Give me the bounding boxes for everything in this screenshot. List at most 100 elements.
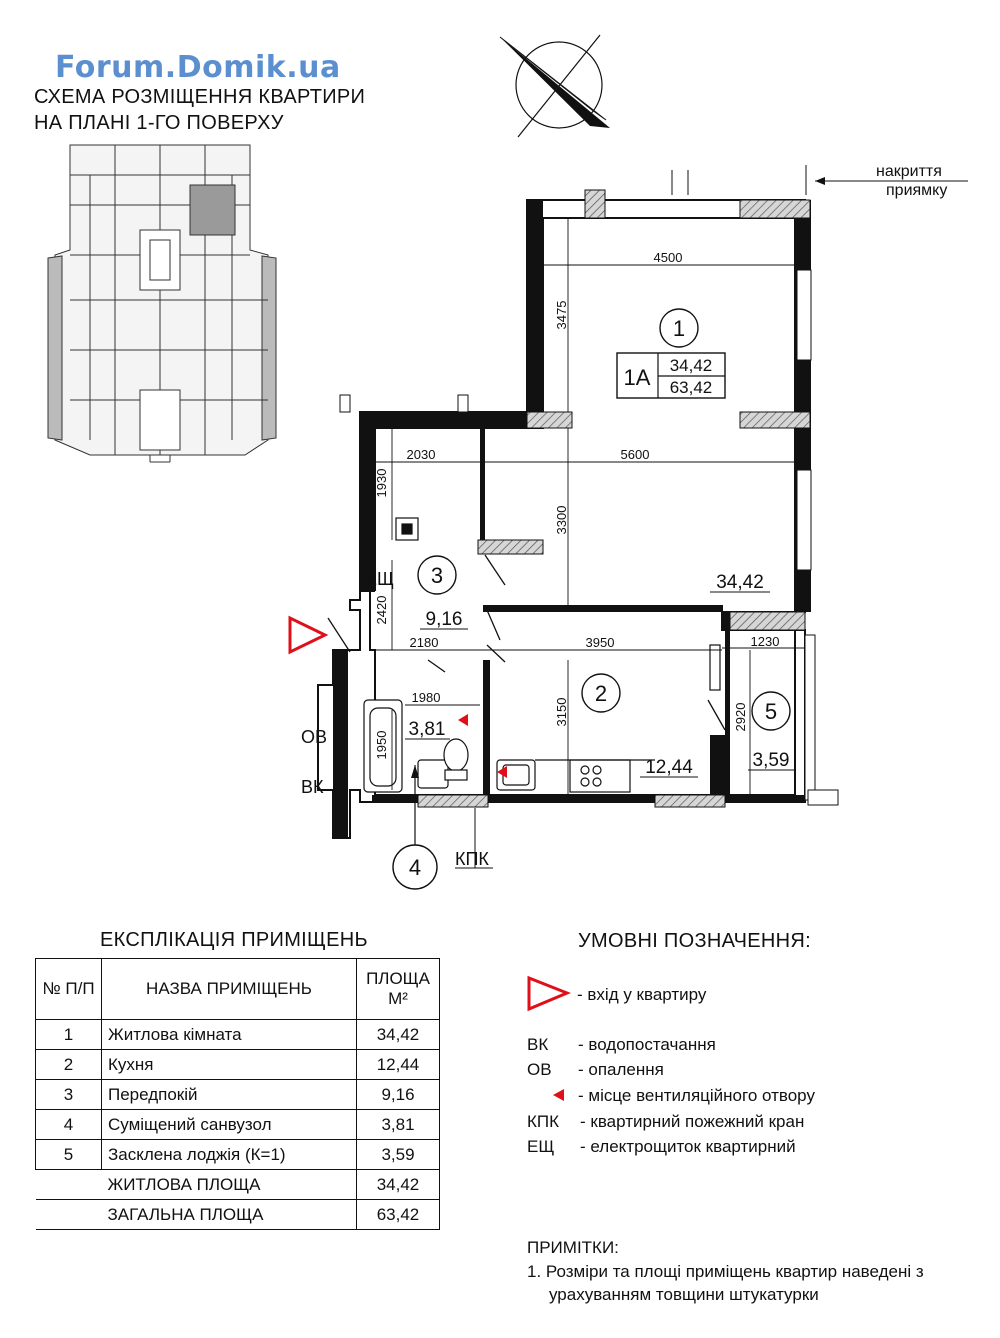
apartment-total-area: 63,42	[670, 378, 713, 397]
row-area: 3,59	[356, 1139, 440, 1170]
fixtures	[363, 517, 721, 793]
note-line-2: урахуванням товщини штукатурки	[549, 1285, 819, 1304]
dim-5600: 5600	[621, 447, 650, 462]
toilet	[443, 738, 469, 772]
dim-3300: 3300	[554, 506, 569, 535]
room-3-area: 9,16	[426, 609, 463, 630]
room-2-number: 2	[595, 681, 607, 706]
room-5-area: 3,59	[753, 750, 790, 771]
dimension-lines	[375, 218, 805, 795]
total-row: ЖИТЛОВА ПЛОЩА 34,42	[35, 1169, 440, 1200]
row-name: Передпокій	[101, 1079, 357, 1110]
north-arrow	[499, 34, 610, 138]
total-row-blank	[35, 1199, 102, 1230]
total-overall-label: ЗАГАЛЬНА ПЛОЩА	[101, 1199, 357, 1230]
legend-desc-vent: - місце вентиляційного отвору	[578, 1086, 815, 1105]
table-row: 3 Передпокій 9,16	[35, 1079, 440, 1110]
canopy-note-line-1: накриття	[876, 163, 942, 180]
apartment-tag	[616, 352, 726, 399]
room-5-number: 5	[765, 699, 777, 724]
notes-title: ПРИМІТКИ:	[527, 1238, 619, 1257]
table-row: 2 Кухня 12,44	[35, 1049, 440, 1080]
canopy-note-line-2: приямку	[886, 182, 947, 199]
total-living-area: 34,42	[356, 1169, 440, 1200]
dim-1950: 1950	[374, 731, 389, 760]
row-area: 9,16	[356, 1079, 440, 1110]
total-row: ЗАГАЛЬНА ПЛОЩА 63,42	[35, 1199, 440, 1230]
room-3-number: 3	[431, 563, 443, 588]
row-area: 3,81	[356, 1109, 440, 1140]
row-no: 2	[35, 1049, 102, 1080]
vent-marker	[497, 766, 507, 778]
vent-marker-icon	[553, 1089, 564, 1101]
floor-key-plan	[47, 144, 277, 463]
room-1-number: 1	[673, 316, 685, 341]
header-area: ПЛОЩА М²	[356, 958, 440, 1020]
legend-abbr-kpk: КПК	[527, 1112, 560, 1131]
legend-abbr-esch: ЕЩ	[527, 1137, 555, 1156]
legend-abbr-vk: ВК	[527, 1035, 549, 1054]
dim-2420: 2420	[374, 596, 389, 625]
room-2-area: 12,44	[645, 757, 693, 778]
schema-title-line-2: НА ПЛАНІ 1-ГО ПОВЕРХУ	[34, 112, 284, 134]
dim-4500: 4500	[654, 250, 683, 265]
header-name: НАЗВА ПРИМІЩЕНЬ	[101, 958, 357, 1020]
dim-1980: 1980	[412, 690, 441, 705]
windows	[339, 269, 839, 806]
entry-marker-icon	[527, 976, 571, 1012]
note-line-1: 1. Розміри та площі приміщень квартир на…	[527, 1262, 924, 1281]
row-name: Суміщений санвузол	[101, 1109, 357, 1140]
canopy-note	[671, 165, 968, 195]
label-vk: ВК	[301, 777, 324, 797]
room-1-area: 34,42	[716, 572, 764, 593]
apartment-living-area: 34,42	[670, 356, 713, 375]
apartment-type: 1А	[624, 365, 651, 390]
dim-2180: 2180	[410, 635, 439, 650]
table-row: 1 Житлова кімната 34,42	[35, 1019, 440, 1050]
total-overall-area: 63,42	[356, 1199, 440, 1230]
table-row: 4 Суміщений санвузол 3,81	[35, 1109, 440, 1140]
schema-title-line-1: СХЕМА РОЗМІЩЕННЯ КВАРТИРИ	[34, 86, 366, 108]
sink	[417, 759, 449, 789]
legend-entry-desc: - вхід у квартиру	[577, 985, 707, 1004]
legend-desc-vk: - водопостачання	[578, 1035, 716, 1054]
table-row: 5 Засклена лоджія (К=1) 3,59	[35, 1139, 440, 1170]
label-ov: ОВ	[301, 727, 327, 747]
legend-abbr-ov: ОВ	[527, 1060, 552, 1079]
dim-1230: 1230	[751, 634, 780, 649]
stove	[569, 759, 631, 793]
dim-2920: 2920	[733, 703, 748, 732]
room-4-area: 3,81	[409, 719, 446, 740]
legend-desc-ov: - опалення	[578, 1060, 664, 1079]
floor-plan: накриття приямку	[47, 34, 968, 890]
row-area: 12,44	[356, 1049, 440, 1080]
label-esch: ЕЩ	[365, 569, 394, 589]
legend-desc-esch: - електрощиток квартирний	[580, 1137, 796, 1156]
row-name: Житлова кімната	[101, 1019, 357, 1050]
explication-title: ЕКСПЛІКАЦІЯ ПРИМІЩЕНЬ	[100, 929, 368, 951]
dim-3475: 3475	[554, 301, 569, 330]
row-no: 4	[35, 1109, 102, 1140]
row-name: Кухня	[101, 1049, 357, 1080]
row-name: Засклена лоджія (К=1)	[101, 1139, 357, 1170]
total-row-blank	[35, 1169, 102, 1200]
entry-marker	[288, 615, 329, 655]
legend-title: УМОВНІ ПОЗНАЧЕННЯ:	[578, 930, 812, 952]
dim-2030: 2030	[407, 447, 436, 462]
hatched-walls	[417, 189, 811, 808]
explication-table: № П/П НАЗВА ПРИМІЩЕНЬ ПЛОЩА М² 1 Житлова…	[35, 958, 440, 1230]
dim-1930: 1930	[374, 469, 389, 498]
total-living-label: ЖИТЛОВА ПЛОЩА	[101, 1169, 357, 1200]
dim-3150: 3150	[554, 698, 569, 727]
vent-marker	[458, 714, 468, 726]
room-4-number: 4	[409, 855, 421, 880]
row-no: 5	[35, 1139, 102, 1170]
row-no: 1	[35, 1019, 102, 1050]
legend-desc-kpk: - квартирний пожежний кран	[580, 1112, 805, 1131]
room-circles	[392, 308, 791, 890]
dim-3950: 3950	[586, 635, 615, 650]
watermark: Forum.Domik.ua	[55, 50, 341, 85]
row-no: 3	[35, 1079, 102, 1110]
header-no: № П/П	[35, 958, 102, 1020]
label-kpk: КПК	[455, 849, 489, 869]
